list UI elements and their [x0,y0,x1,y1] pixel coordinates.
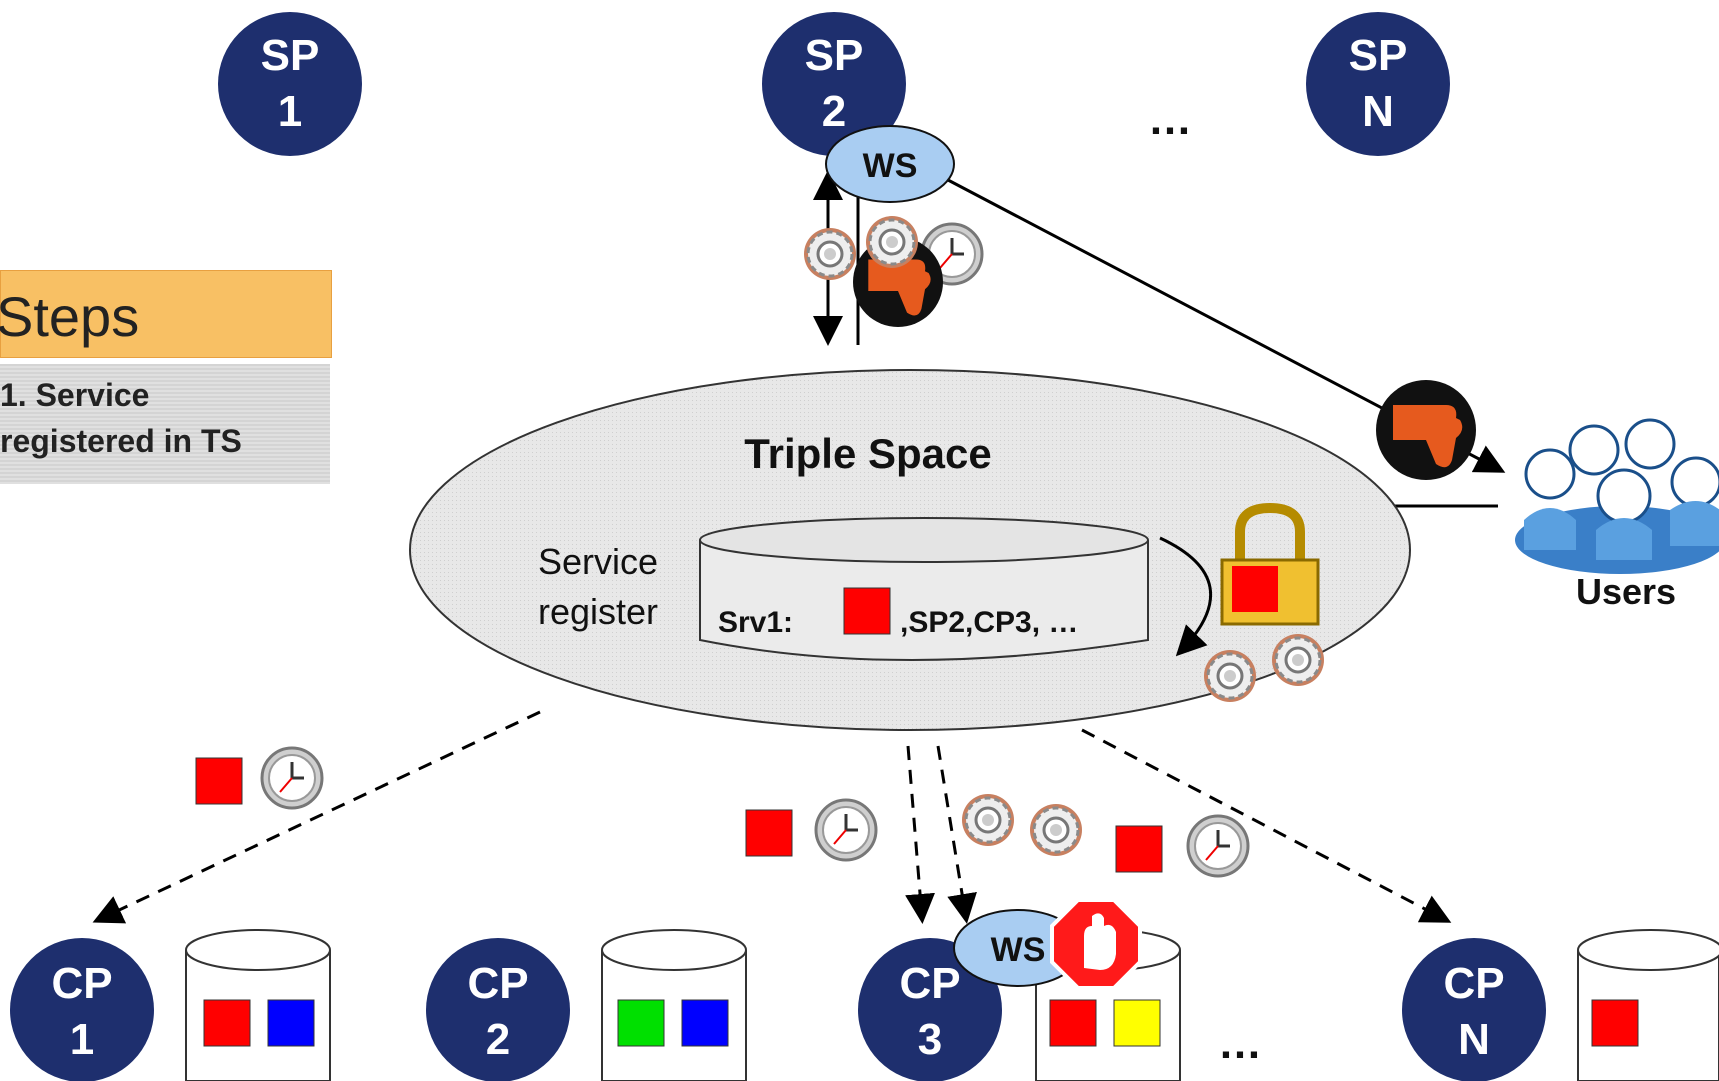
cp-node-n[interactable]: CP N [1402,938,1546,1081]
stop-sign-icon [1050,898,1142,990]
svg-text:2: 2 [486,1015,510,1064]
sp-ellipsis: … [1148,95,1192,144]
dashed-distribution-arrows [92,710,1452,924]
sp-node-n[interactable]: SP N [1306,12,1450,156]
service-register-label-1: Service [538,541,658,582]
srv-suffix: ,SP2,CP3, … [900,606,1078,639]
svg-text:1: 1 [70,1015,94,1064]
users-label: Users [1576,571,1676,612]
service-register-label-2: register [538,591,658,632]
ws-badge-sp2[interactable]: WS [825,125,955,203]
svg-text:SP: SP [805,31,864,80]
thumbs-down-icon [1374,378,1478,482]
svg-text:CP: CP [51,959,112,1008]
cp-node-3[interactable]: CP 3 [858,938,1002,1081]
cp-node-1[interactable]: CP 1 [10,938,154,1081]
svg-text:CP: CP [1443,959,1504,1008]
users-icon[interactable] [1515,418,1719,574]
srv-prefix: Srv1: [718,606,793,639]
srv-token [843,587,891,635]
svg-text:1: 1 [278,87,302,136]
triple-space-title: Triple Space [744,430,991,477]
sp-node-1[interactable]: SP 1 [218,12,362,156]
svg-text:CP: CP [899,959,960,1008]
svg-text:2: 2 [822,87,846,136]
svg-text:3: 3 [918,1015,942,1064]
service-register-cylinder [699,517,1149,661]
lock-icon [1220,502,1320,626]
svg-text:WS: WS [991,931,1046,969]
cp2-store [601,929,747,1081]
cp-node-2[interactable]: CP 2 [426,938,570,1081]
token-clock-cp1 [195,746,324,810]
svg-text:N: N [1362,87,1394,136]
step-item-1-line1: 1. Service [0,377,150,413]
cp-ellipsis: … [1218,1019,1262,1068]
svg-text:CP: CP [467,959,528,1008]
sp-node-2[interactable]: SP 2 [762,12,906,156]
step-item-1-line2: registered in TS [0,423,242,459]
cpn-store [1577,929,1719,1081]
step-item-1: 1. Service registered in TS [0,372,320,464]
steps-title: Steps [0,285,140,348]
token-clock-cpn [1115,814,1250,878]
cp1-store [185,929,331,1081]
gears-icon [960,792,1084,858]
steps-header [0,270,332,358]
svg-text:N: N [1458,1015,1490,1064]
register-loop-arrow [1159,536,1213,657]
token-clock-cp3 [745,798,878,862]
svg-text:SP: SP [261,31,320,80]
svg-text:SP: SP [1349,31,1408,80]
steps-list [0,364,330,484]
svg-text:WS: WS [863,147,918,185]
